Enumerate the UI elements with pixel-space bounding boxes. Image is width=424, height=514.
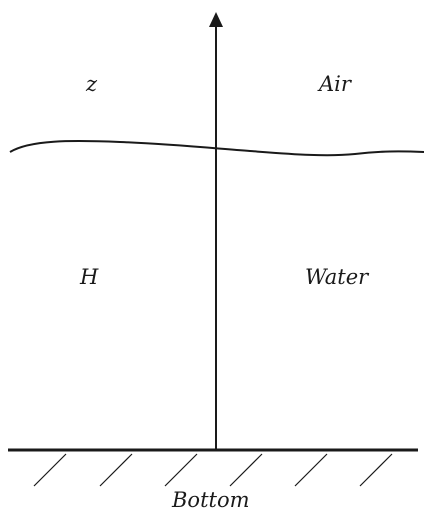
hatch-mark xyxy=(359,453,393,487)
hatch-mark xyxy=(229,453,263,487)
bottom-label: Bottom xyxy=(171,488,250,512)
hatch-mark xyxy=(33,453,67,487)
z-axis-label: z xyxy=(85,72,98,96)
air-label: Air xyxy=(317,72,353,96)
hatch-mark xyxy=(164,453,198,487)
bottom-hatching xyxy=(33,453,393,487)
depth-label: H xyxy=(79,265,99,289)
water-surface-line xyxy=(9,140,424,157)
hatch-mark xyxy=(99,453,133,487)
water-label: Water xyxy=(305,265,370,289)
hatch-mark xyxy=(294,453,328,487)
z-axis-arrowhead xyxy=(209,12,223,27)
